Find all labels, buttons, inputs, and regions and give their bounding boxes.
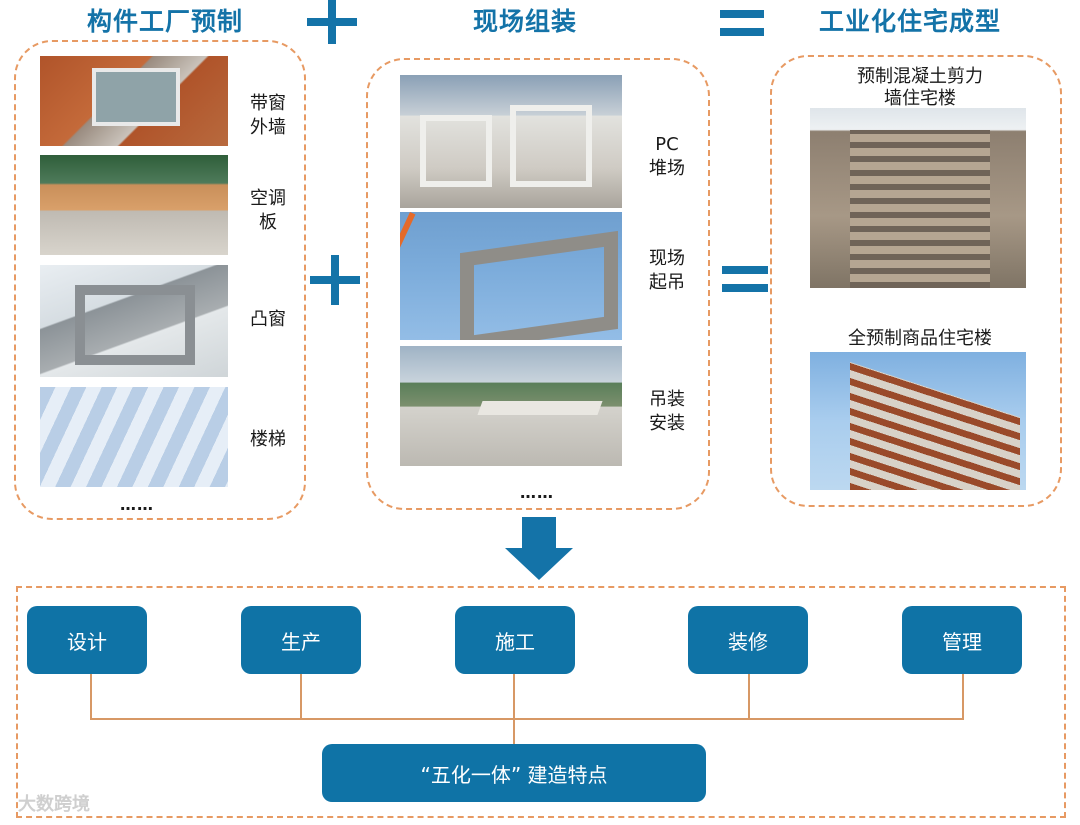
label-window-wall: 带窗 外墙 bbox=[250, 93, 286, 138]
down-arrow-icon bbox=[505, 548, 573, 580]
down-arrow-stem bbox=[522, 517, 556, 549]
connector-horizontal bbox=[90, 718, 964, 720]
label-site-lifting: 现场 起吊 bbox=[649, 248, 685, 293]
photo-ac-panel bbox=[40, 155, 228, 255]
result-panel bbox=[770, 55, 1062, 507]
connector-design bbox=[90, 672, 92, 720]
middle-panel-more: …… bbox=[520, 483, 554, 502]
label-pc-yard: PC 堆场 bbox=[649, 134, 685, 179]
left-panel-more: …… bbox=[120, 495, 154, 514]
connector-construction bbox=[513, 672, 515, 744]
components-panel bbox=[14, 40, 306, 520]
plus-operator-top bbox=[307, 0, 357, 44]
label-hoist-install: 吊装 安装 bbox=[649, 389, 685, 434]
connector-decoration bbox=[748, 672, 750, 720]
label-bay-window: 凸窗 bbox=[250, 309, 286, 330]
connector-management bbox=[962, 672, 964, 720]
photo-stairs bbox=[40, 387, 228, 487]
photo-full-precast-building bbox=[810, 352, 1026, 490]
title-result: 工业化住宅成型 bbox=[818, 7, 1001, 36]
step-decoration: 装修 bbox=[688, 606, 808, 674]
plus-operator-middle bbox=[310, 255, 360, 305]
equals-operator-top bbox=[720, 10, 764, 36]
step-management: 管理 bbox=[902, 606, 1022, 674]
connector-production bbox=[300, 672, 302, 720]
equals-operator-middle bbox=[722, 266, 768, 292]
photo-bay-window bbox=[40, 265, 228, 377]
assembly-panel bbox=[366, 58, 710, 510]
step-design: 设计 bbox=[27, 606, 147, 674]
photo-site-lifting bbox=[400, 212, 622, 340]
photo-shear-wall-building bbox=[810, 108, 1026, 288]
step-production: 生产 bbox=[241, 606, 361, 674]
title-assembly: 现场组装 bbox=[472, 7, 577, 36]
caption-shear-wall: 预制混凝土剪力 墙住宅楼 bbox=[857, 66, 983, 109]
step-construction: 施工 bbox=[455, 606, 575, 674]
features-box bbox=[16, 586, 1066, 818]
watermark: 大数跨境 bbox=[18, 794, 90, 815]
caption-full-precast: 全预制商品住宅楼 bbox=[848, 328, 992, 349]
label-ac-panel: 空调 板 bbox=[250, 188, 286, 233]
photo-window-wall bbox=[40, 56, 228, 146]
label-stairs: 楼梯 bbox=[250, 429, 286, 450]
photo-pc-yard bbox=[400, 75, 622, 208]
title-components: 构件工厂预制 bbox=[86, 7, 243, 36]
five-in-one-summary: “五化一体” 建造特点 bbox=[322, 744, 706, 802]
photo-hoist-install bbox=[400, 346, 622, 466]
